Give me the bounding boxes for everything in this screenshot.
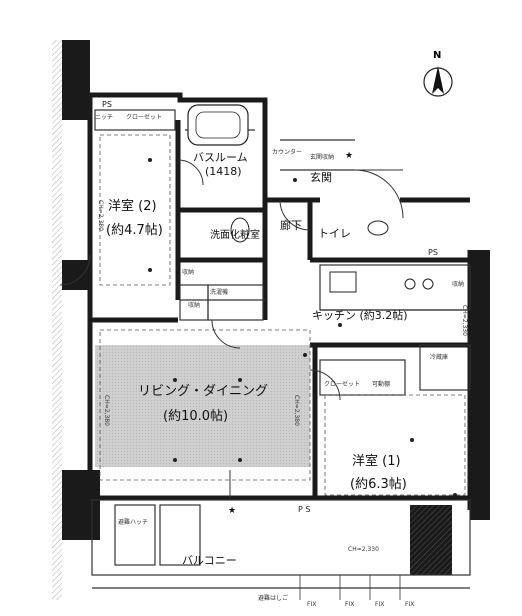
ceiling-dashes	[99, 134, 466, 496]
fridge-label: 冷蔵庫	[430, 354, 449, 361]
living-floor-shading	[95, 345, 310, 467]
bathtub	[187, 104, 249, 146]
room-western1-area: (約6.3帖)	[350, 477, 407, 492]
room-balcony-name: バルコニー	[182, 554, 237, 567]
shoe-storage-label: 玄関収納	[310, 154, 335, 161]
closet-right-label: クローゼット	[324, 381, 361, 388]
room-toilet-name: トイレ	[318, 227, 351, 240]
toilet-bowl	[367, 220, 389, 236]
room-entrance-name: 玄関	[310, 171, 332, 184]
room-living-area: (約10.0帖)	[163, 409, 229, 424]
ceiling-height-living-left: CH=2,380	[102, 395, 110, 426]
room-bath-size: (1418)	[205, 165, 242, 178]
doors	[59, 159, 404, 498]
room-living-name: リビング・ダイニング	[138, 384, 269, 399]
laundry-label: 洗濯機	[210, 289, 229, 296]
balcony-units-label: 避難ハッチ	[118, 519, 149, 526]
room-kitchen-name: キッチン (約3.2帖)	[312, 309, 408, 322]
storage-label-1: 収納	[182, 269, 195, 276]
room-corridor-name: 廊下	[280, 219, 302, 232]
ps-right-label: PS	[428, 248, 438, 257]
fix-label-4: FIX	[405, 601, 415, 608]
room-bath-name: バスルーム	[193, 151, 248, 164]
walls	[87, 92, 473, 510]
window-marks	[299, 575, 401, 600]
room-western1-name: 洋室 (1)	[352, 454, 401, 469]
light-fixtures	[148, 158, 457, 497]
compass-icon	[423, 66, 453, 97]
storage-label-2: 収納	[188, 302, 201, 309]
left-wall-hatch	[52, 40, 62, 600]
fix-label-1: FIX	[307, 601, 317, 608]
niche-label: ニッチ	[95, 114, 114, 121]
ceiling-height-kitchen: CH=2,330	[460, 305, 468, 336]
closet-top-label: クローゼット	[126, 114, 163, 121]
kitchen-sink	[329, 271, 357, 293]
room-washroom-name: 洗面化粧室	[210, 230, 260, 241]
storage-label-3: 収納	[452, 281, 465, 288]
ceiling-height-western2: CH=2,380	[96, 200, 104, 231]
ps-balcony-label: P S	[298, 505, 311, 514]
fix-label-2: FIX	[345, 601, 355, 608]
ceiling-height-western1: CH=2,330	[348, 546, 379, 553]
counter-label: カウンター	[272, 149, 303, 156]
evac-ladder-label: 避難はしご	[258, 595, 289, 602]
wash-basin	[230, 217, 250, 243]
ps-top-label: PS	[102, 100, 112, 109]
compass-north-label: N	[433, 50, 442, 61]
movable-shelf-label: 可動棚	[372, 381, 391, 388]
star-markers: ★ ★	[228, 151, 353, 516]
svg-text:★: ★	[345, 151, 353, 161]
fix-label-3: FIX	[375, 601, 385, 608]
svg-text:★: ★	[228, 506, 236, 516]
ceiling-height-living-right: CH=2,380	[292, 395, 300, 426]
room-western2-area: (約4.7帖)	[106, 223, 163, 238]
room-western2-name: 洋室 (2)	[108, 199, 157, 214]
